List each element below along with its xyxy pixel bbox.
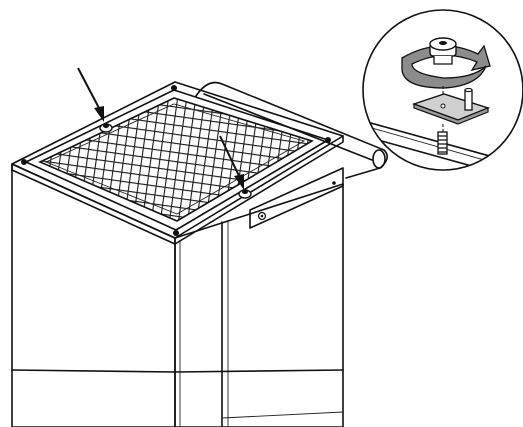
cabinet-side-face [174,183,344,427]
callout-arrow-right [219,135,241,179]
side-bottom-seam [221,411,344,419]
threaded-stud [437,124,448,155]
plate-hole-icon [440,103,446,109]
arrowhead-icon [94,106,104,122]
plate-edge [413,103,489,125]
handle-end-cap [372,149,386,169]
handle-bar [195,81,388,229]
front-lower-seam [11,369,176,373]
side-lower-seam [174,369,344,373]
inset-rail-bottom [363,134,523,170]
plate-stud-body [464,89,473,111]
corner-bolts [21,85,331,236]
callout-arrow-left [77,67,101,111]
filter-grille [38,97,314,222]
bracket-screw-dot-icon [260,214,264,218]
thumb-screw [429,37,457,65]
thumb-screw-cap-icon [103,124,109,128]
rivet-icon [332,181,336,185]
filter-mesh [38,97,314,222]
arrowhead-icon [234,174,244,190]
fastener-left [99,123,113,133]
filter-mesh-border [44,103,306,215]
bolt-icon [21,159,27,165]
handle-tube-edge [203,93,373,161]
mounting-plate [411,93,491,125]
rotation-arrow-icon [401,44,491,89]
callout-arrows [77,67,244,190]
plate-stud-top [464,87,473,93]
top-frame-lip [11,135,344,245]
bolt-icon [173,230,179,236]
stud-threads [438,135,447,153]
stud-body [437,131,448,155]
fastener-right [238,189,252,199]
plate-stud [464,87,473,111]
side-bracket [249,167,344,229]
thumb-screw-hole-icon [439,41,447,45]
thumb-screw-neck [433,56,453,65]
bolt-icon [171,85,177,91]
thumb-screw-cap-icon [242,190,248,194]
